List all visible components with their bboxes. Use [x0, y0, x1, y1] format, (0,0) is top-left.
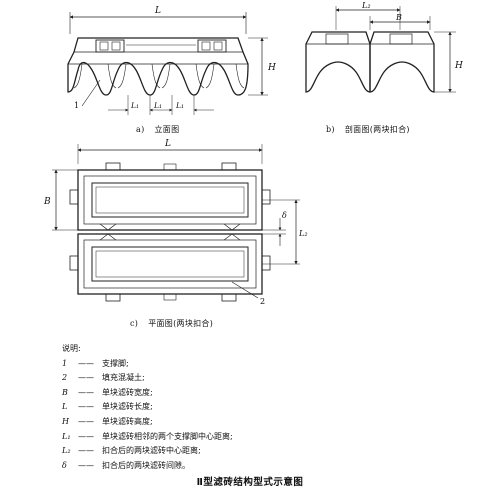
legend-text: 支撑脚; [102, 358, 129, 368]
lock-block-left [95, 39, 125, 53]
dim-label-L1-a3: L₁ [175, 101, 184, 110]
legend-symbol: B [62, 387, 68, 397]
legend-text: 单块滤砖相邻的两个支撑脚中心距离; [102, 431, 233, 441]
section-block-right [369, 31, 435, 93]
legend-heading: 说明: [62, 344, 81, 353]
dim-label-delta: δ [282, 211, 287, 220]
dim-label-H-a: H [267, 63, 276, 73]
legend-symbol: L₂ [62, 446, 71, 456]
legend-symbol: 1 [62, 358, 68, 368]
legend-text: 扣合后的两块滤砖间隙。 [102, 460, 190, 470]
legend-text: 填充混凝土; [102, 373, 145, 383]
dim-label-B: B [395, 13, 402, 22]
section-view: L₂ B H [305, 1, 463, 93]
legend-symbol: 2 [62, 373, 68, 383]
legend-item: L₁——单块滤砖相邻的两个支撑脚中心距离; [62, 430, 233, 445]
dim-label-L-top: L [154, 6, 161, 16]
dim-label-L2-plan: L₂ [298, 229, 308, 238]
plan-fill-area-upper [91, 182, 249, 218]
plan-block-lower [77, 233, 263, 295]
legend-item: δ——扣合后的两块滤砖间隙。 [62, 459, 233, 474]
legend-item: H——单块滤砖高度; [62, 415, 233, 430]
callout-2-label: 2 [260, 297, 265, 306]
legend-item: L₂——扣合后的两块滤砖中心距离; [62, 444, 233, 459]
legend-item: L——单块滤砖长度; [62, 400, 233, 415]
dim-label-B-plan: B [43, 197, 51, 207]
dim-label-L1-a1: L₁ [130, 101, 139, 110]
caption-view-b: b) 剖面图(两块扣合) [326, 124, 410, 135]
callout-1-leader [81, 79, 101, 107]
dim-label-L1-a2: L₁ [153, 101, 162, 110]
legend-item: 1——支撑脚; [62, 357, 233, 372]
legend-symbol: L₁ [62, 431, 71, 441]
legend-text: 单块滤砖宽度; [102, 387, 153, 397]
legend-text: 扣合后的两块滤砖中心距离; [102, 446, 201, 456]
dim-label-L2: L₂ [361, 1, 371, 10]
plan-fill-area-lower [91, 246, 249, 282]
dim-label-H-b: H [454, 61, 463, 71]
callout-2-leader [231, 281, 259, 299]
elevation-view: L H 1 L₁ L₁ L₁ [67, 6, 276, 115]
legend-symbol: δ [62, 460, 67, 470]
legend-symbol: H [62, 416, 69, 426]
caption-view-c: c) 平面图(两块扣合) [130, 318, 213, 329]
caption-view-b-text: 剖面图(两块扣合) [344, 125, 410, 134]
section-block-left [305, 31, 371, 93]
callout-1-label: 1 [74, 101, 79, 110]
caption-view-c-text: 平面图(两块扣合) [148, 319, 214, 328]
elevation-body [67, 37, 249, 96]
legend-text: 单块滤砖高度; [102, 416, 153, 426]
figure-title: Ⅱ型滤砖结构型式示意图 [196, 477, 304, 488]
legend-text: 单块滤砖长度; [102, 402, 153, 412]
legend-item: 2——填充混凝土; [62, 371, 233, 386]
legend-item: B——单块滤砖宽度; [62, 386, 233, 401]
caption-view-a-letter: a) [136, 125, 145, 134]
plan-view: L B δ L₂ [43, 139, 308, 306]
dim-label-L-plan: L [164, 139, 171, 149]
legend-symbol: L [62, 402, 68, 412]
caption-view-b-letter: b) [326, 125, 335, 134]
legend: 说明: 1——支撑脚; 2——填充混凝土; B——单块滤砖宽度; L——单块滤砖… [62, 342, 233, 473]
lock-block-right [197, 39, 227, 53]
plan-block-upper [77, 169, 263, 231]
caption-view-a-text: 立面图 [154, 125, 180, 134]
caption-view-a: a) 立面图 [136, 124, 179, 135]
caption-view-c-letter: c) [130, 319, 139, 328]
